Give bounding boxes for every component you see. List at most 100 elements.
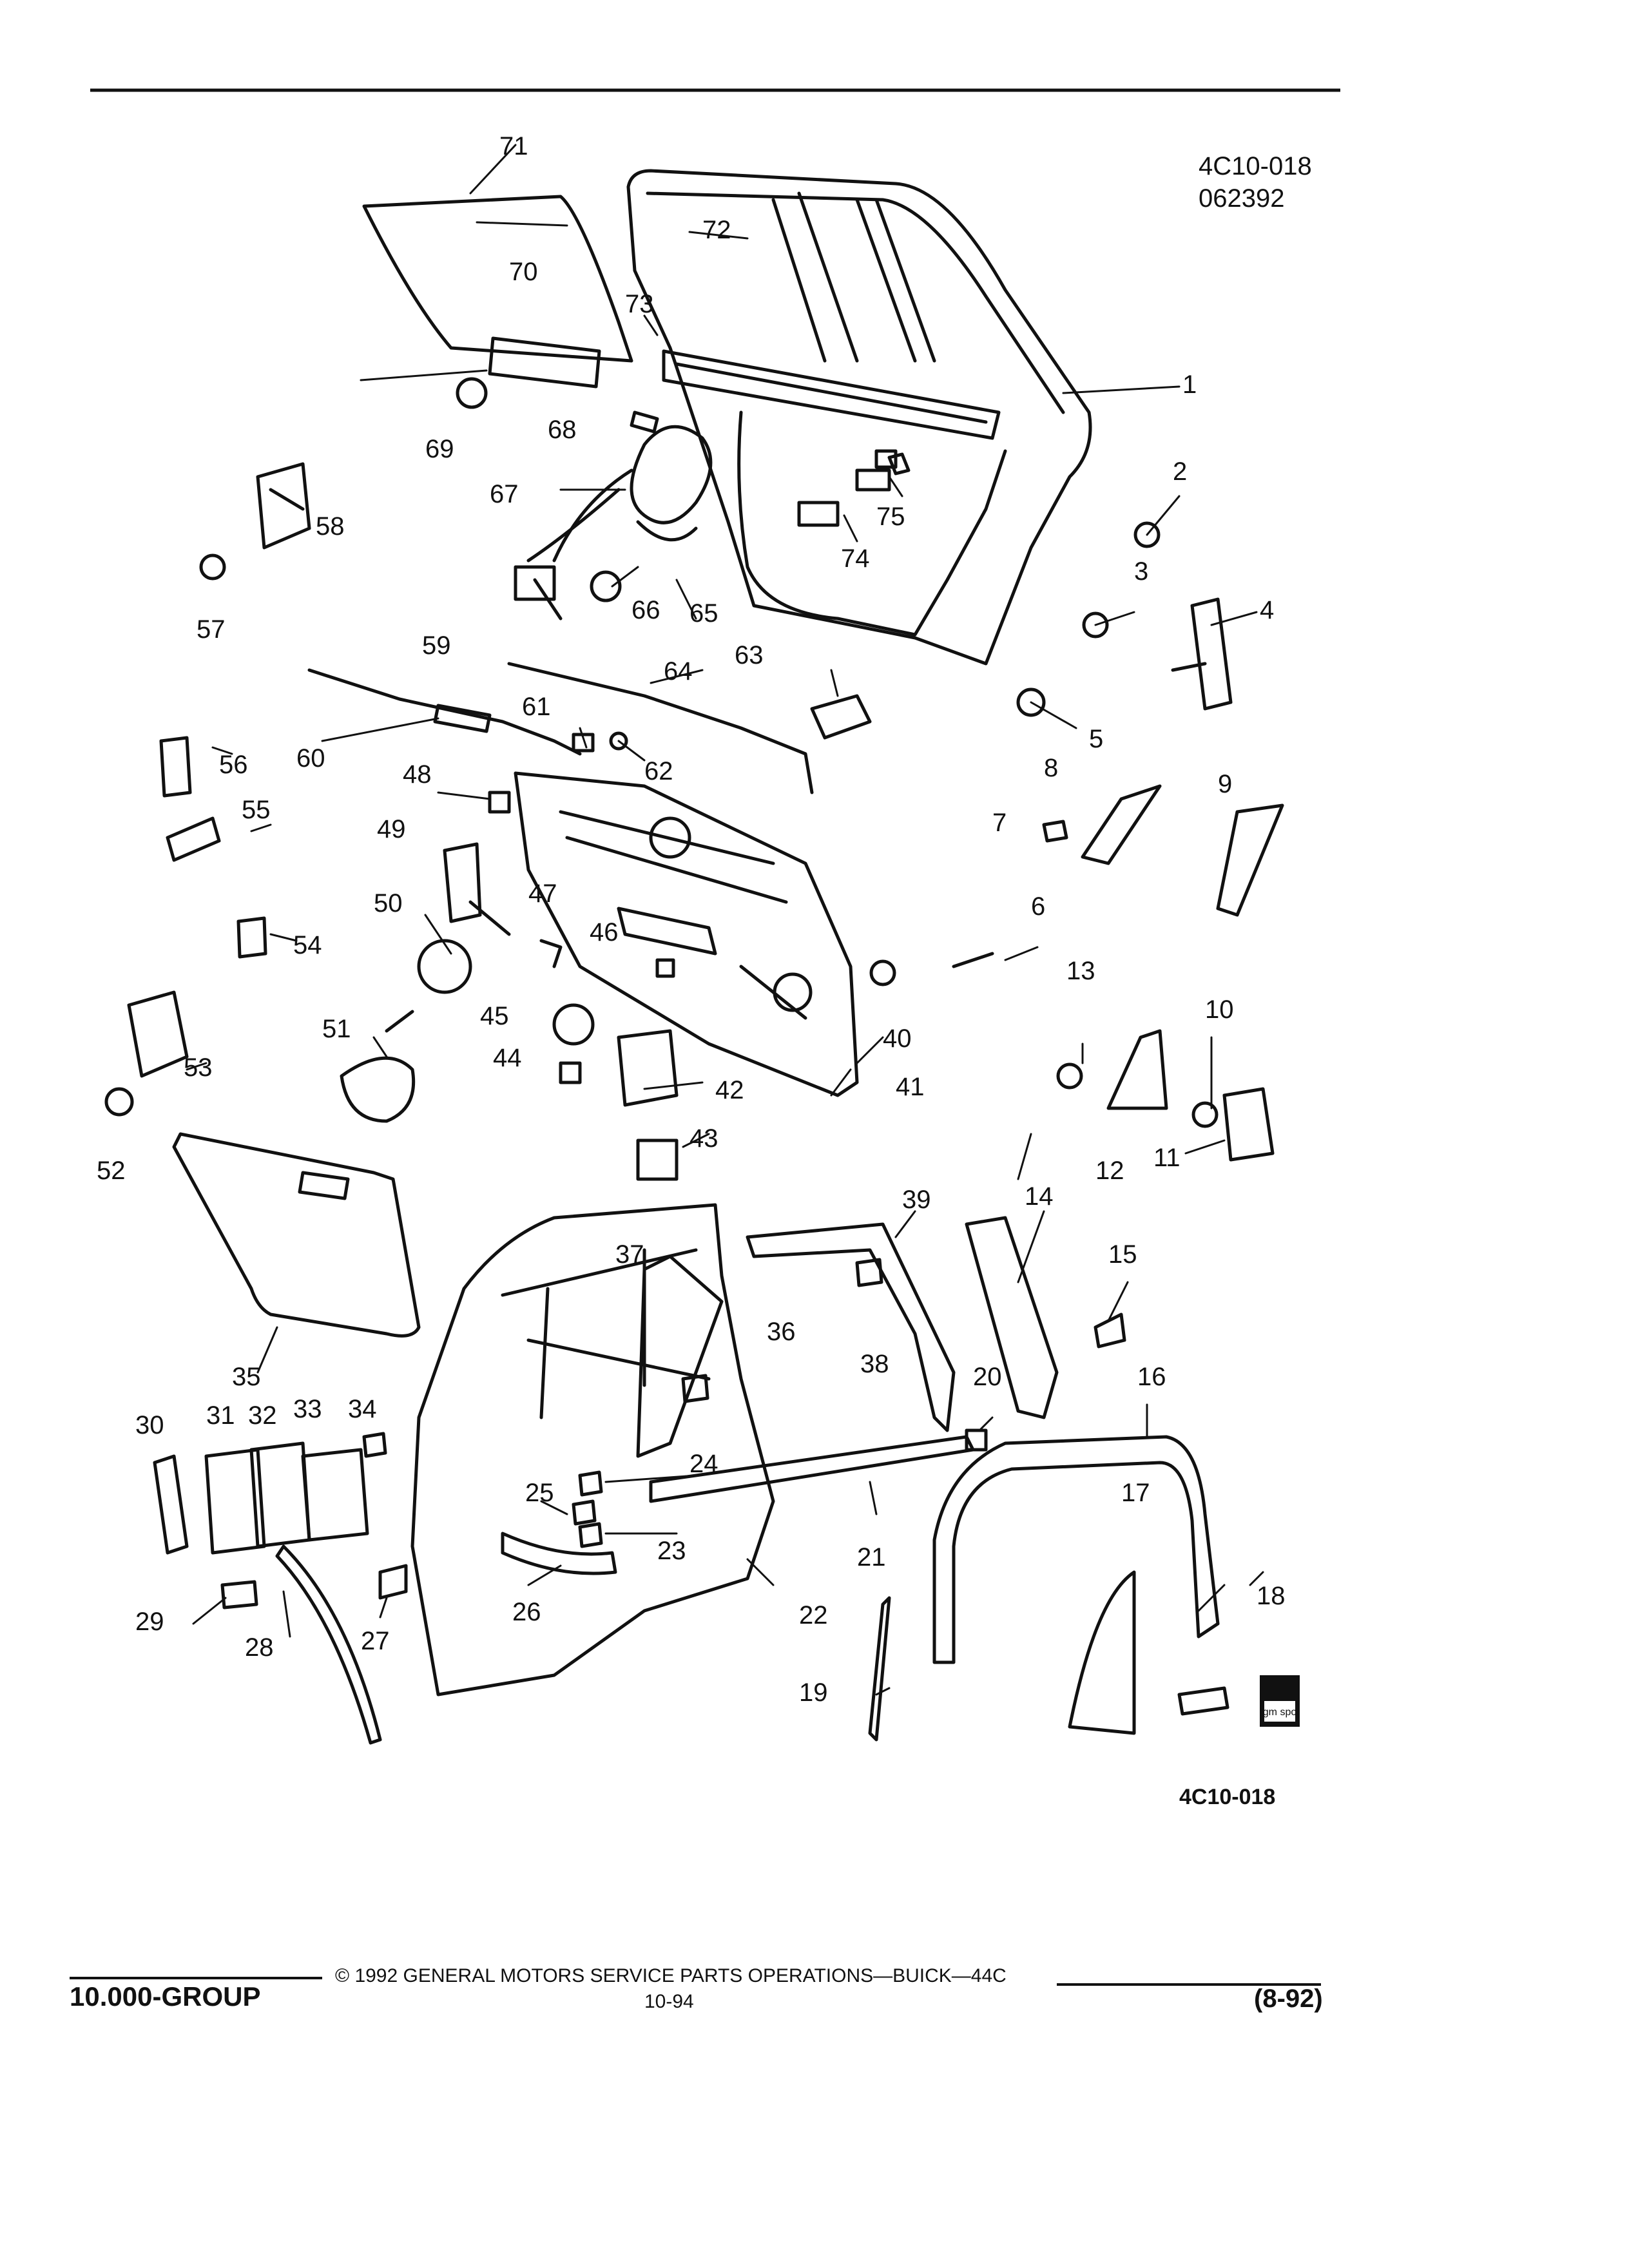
callout-20: 20: [973, 1363, 1002, 1391]
callout-70: 70: [509, 258, 538, 286]
part-51-door-lock-actuator: [340, 1010, 416, 1123]
part-71-rear-door-window-glass: [362, 195, 633, 363]
part-62-clip: [609, 731, 628, 751]
part-12-hinge-bracket: [1106, 1029, 1168, 1110]
part-35-trim-panel: [172, 1132, 421, 1338]
part-75-clip: [874, 449, 898, 469]
part-34-screw: [362, 1432, 387, 1458]
callout-9: 9: [1218, 770, 1232, 798]
callout-36: 36: [767, 1318, 796, 1346]
callout-21: 21: [857, 1543, 886, 1571]
part-27-bezel: [378, 1564, 408, 1600]
callout-58: 58: [316, 512, 345, 541]
callout-47: 47: [528, 879, 557, 908]
part-8-bracket: [1081, 784, 1162, 865]
part-44-nut: [559, 1061, 582, 1084]
callout-55: 55: [242, 796, 271, 824]
leader-lines: [186, 144, 1264, 1696]
part-22-door-shell: [410, 1203, 775, 1696]
part-13-grommet: [1056, 1062, 1083, 1090]
part-39-frame-strip: [746, 1222, 956, 1432]
callout-7: 7: [992, 809, 1007, 837]
callout-39: 39: [902, 1186, 931, 1214]
callout-63: 63: [735, 641, 764, 669]
part-9-bracket: [1216, 803, 1284, 917]
part-26-outside-handle: [501, 1532, 617, 1575]
callout-48: 48: [403, 760, 432, 789]
part-5-bolt: [1016, 687, 1046, 717]
part-49-lock-mechanism: [443, 842, 511, 936]
callout-66: 66: [631, 596, 660, 624]
part-6-screw: [952, 952, 994, 968]
footer-page-number: 10-94: [644, 1991, 694, 2012]
part-63-lock-actuator: [810, 694, 872, 740]
callout-15: 15: [1108, 1240, 1137, 1269]
callout-67: 67: [490, 480, 519, 508]
callout-41: 41: [896, 1073, 925, 1101]
part-29-bolt: [220, 1580, 258, 1610]
callout-26: 26: [512, 1598, 541, 1626]
callout-59: 59: [422, 631, 451, 660]
callout-14: 14: [1025, 1182, 1054, 1211]
part-57-nut: [199, 553, 226, 581]
part-68-bolt: [630, 410, 659, 434]
footer-date: (8-92): [1254, 1984, 1323, 2013]
date-code: 062392: [1199, 184, 1285, 213]
part-2-nut: [1133, 521, 1161, 548]
callout-2: 2: [1173, 457, 1187, 486]
callout-31: 31: [206, 1401, 235, 1430]
callout-38: 38: [860, 1350, 889, 1378]
callout-18: 18: [1257, 1582, 1286, 1610]
footer-group: 10.000-GROUP: [70, 1981, 261, 2012]
callout-35: 35: [232, 1363, 261, 1391]
part-37-front-channel: [636, 1254, 724, 1458]
illustration-code: 4C10-018: [1199, 152, 1312, 180]
callout-44: 44: [493, 1044, 522, 1072]
part-73-belt-sealing-strip: [662, 349, 1001, 440]
part-69-nut: [456, 377, 488, 409]
part-21-belt-sealing-strip: [649, 1435, 975, 1503]
badge-text: gm spo: [1263, 1707, 1297, 1718]
part-54-stop: [236, 916, 267, 959]
callout-37: 37: [615, 1240, 644, 1269]
part-45-bearing: [552, 1003, 595, 1046]
callout-17: 17: [1121, 1479, 1150, 1507]
callout-57: 57: [197, 615, 226, 644]
part-38-screw: [855, 1258, 883, 1287]
callout-53: 53: [184, 1053, 213, 1082]
part-10-grommet: [1191, 1101, 1219, 1128]
part-58-upper-hinge: [256, 462, 311, 550]
part-52-nut: [104, 1087, 134, 1117]
part-53-lower-hinge: [127, 990, 189, 1078]
part-48-clip: [488, 791, 511, 814]
callout-54: 54: [293, 931, 322, 959]
callout-4: 4: [1260, 596, 1274, 624]
part-70-glass-channel: [488, 336, 601, 389]
part-64-lock-rod: [507, 662, 814, 794]
part-36-screw: [681, 1374, 709, 1403]
callout-49: 49: [377, 815, 406, 843]
callout-60: 60: [296, 744, 325, 773]
callout-62: 62: [644, 757, 673, 785]
callout-11: 11: [1153, 1144, 1181, 1172]
part-16-window-run-channel: [932, 1435, 1220, 1664]
part-15-screw: [1094, 1312, 1126, 1349]
callout-74: 74: [841, 544, 870, 573]
figure-bottom-code: 4C10-018: [1179, 1785, 1275, 1809]
part-59-inside-handle-rod: [307, 668, 582, 756]
callout-5: 5: [1089, 725, 1103, 753]
callout-42: 42: [715, 1076, 744, 1104]
callout-12: 12: [1095, 1157, 1124, 1185]
footer-copyright: © 1992 GENERAL MOTORS SERVICE PARTS OPER…: [335, 1965, 1007, 1986]
part-47-spring-clip: [539, 939, 563, 968]
callout-23: 23: [657, 1537, 686, 1565]
gm-spo-badge: gm spo: [1260, 1675, 1300, 1727]
callout-32: 32: [248, 1401, 277, 1430]
part-67-wiring-harness: [514, 425, 713, 620]
callout-30: 30: [135, 1411, 164, 1439]
callout-50: 50: [374, 889, 403, 918]
callout-24: 24: [689, 1450, 718, 1478]
callout-73: 73: [625, 290, 654, 318]
callout-1: 1: [1182, 370, 1197, 399]
